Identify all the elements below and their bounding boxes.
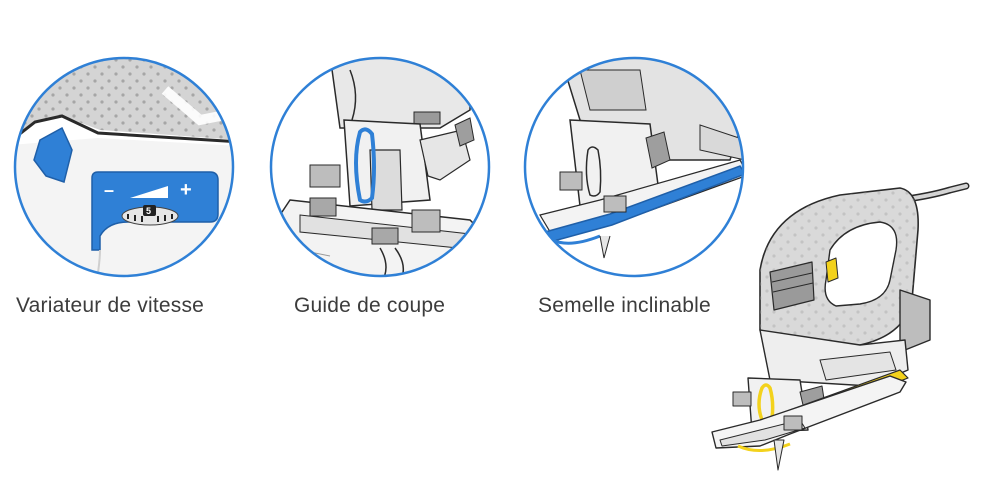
speed-control-detail: – + 5 bbox=[13, 56, 235, 278]
speed-plus-symbol: + bbox=[180, 179, 192, 201]
feature-label-cut-guide: Guide de coupe bbox=[294, 294, 446, 317]
feature-label-speed-control: Variateur de vitesse bbox=[16, 294, 205, 317]
feature-label-tilting-sole: Semelle inclinable bbox=[538, 294, 711, 317]
detail-circle-frame bbox=[13, 56, 235, 278]
tilting-sole-detail bbox=[523, 56, 745, 278]
detail-circle-frame bbox=[269, 56, 491, 278]
speed-dial-value: 5 bbox=[146, 206, 151, 216]
jigsaw-illustration bbox=[711, 182, 970, 471]
detail-circle-frame bbox=[523, 56, 745, 278]
cut-guide-detail bbox=[269, 56, 491, 278]
speed-minus-symbol: – bbox=[104, 180, 114, 200]
